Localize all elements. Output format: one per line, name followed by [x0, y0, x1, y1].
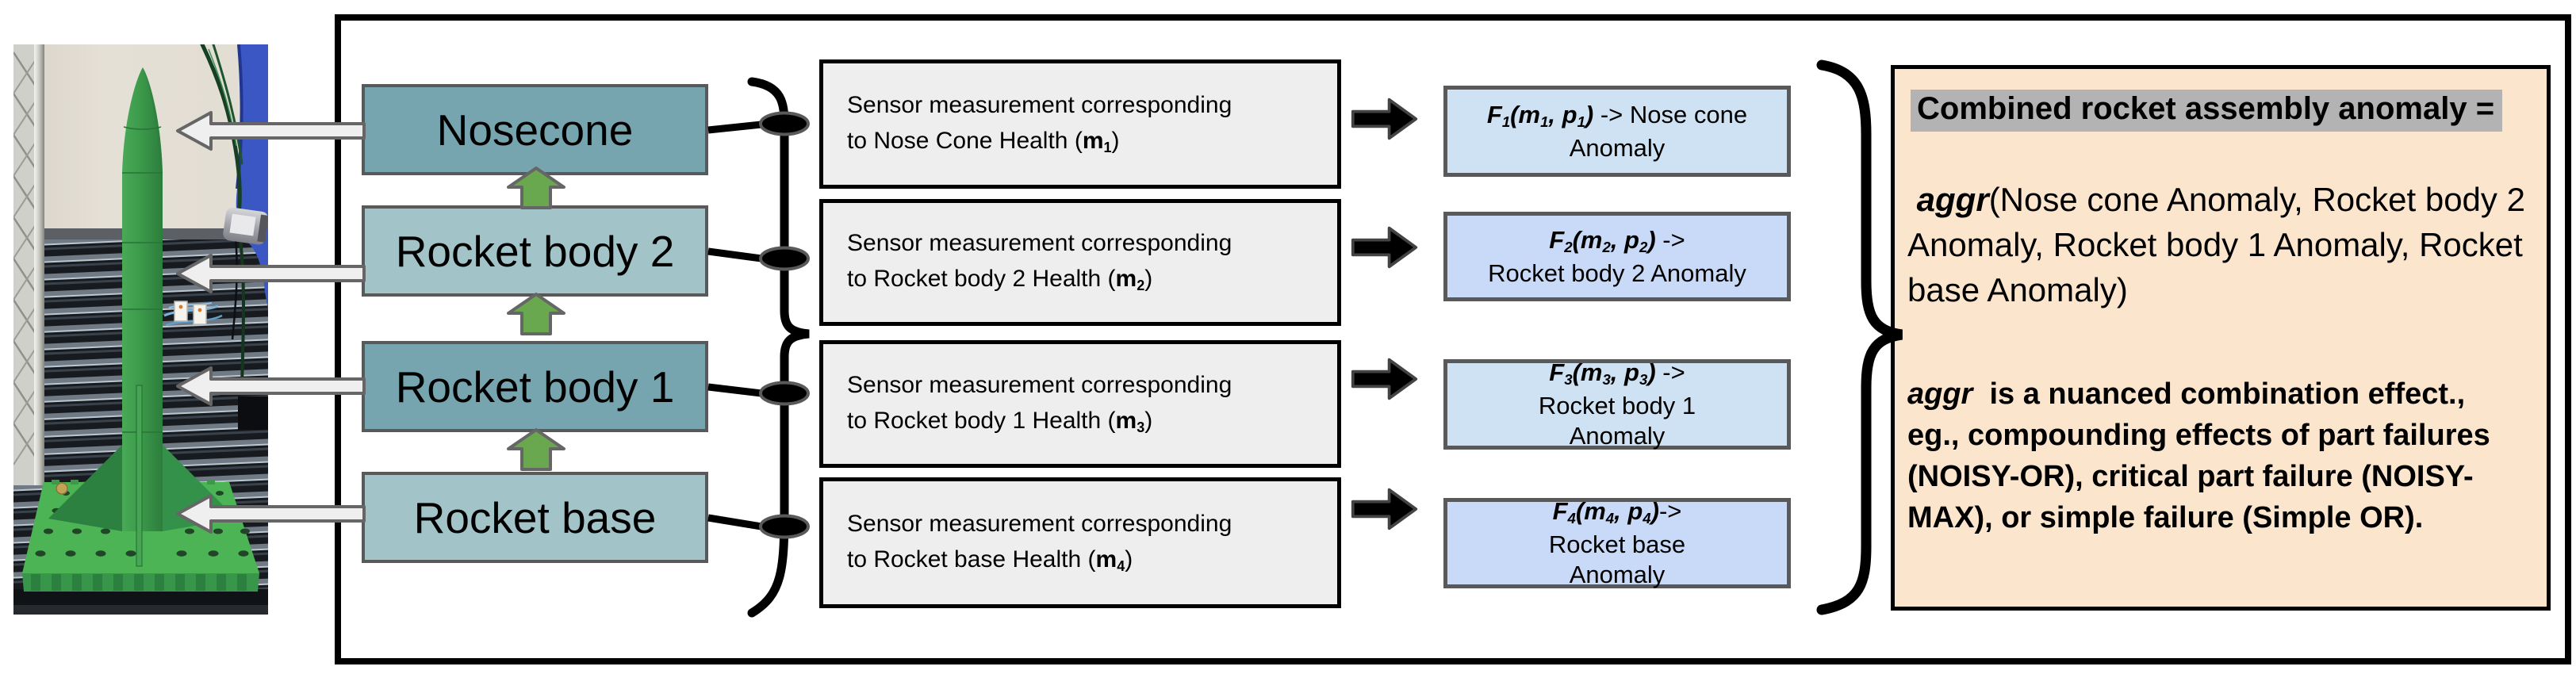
callout-arrow-body2-icon — [176, 254, 366, 293]
right-block-arrow-icon — [1351, 226, 1418, 269]
launch-rod — [136, 385, 143, 567]
component-label: Rocket base — [413, 492, 657, 542]
curly-brace-icon — [747, 77, 810, 618]
component-label: Rocket body 1 — [395, 362, 675, 412]
callout-arrow-body1-icon — [176, 366, 366, 406]
rocket-photo-scene — [13, 44, 268, 615]
callout-arrow-nosecone-icon — [176, 111, 366, 151]
aggregation-definition: aggr is a nuanced combination effect.,eg… — [1907, 377, 2499, 534]
shelf-truss — [13, 44, 44, 485]
shelf-pole — [34, 44, 44, 485]
rocket-photo — [13, 44, 268, 615]
mount-screw — [56, 482, 68, 495]
anomaly-box-body2: F2(m2, p2) ->Rocket body 2 Anomaly — [1443, 212, 1791, 301]
curly-brace-icon — [1816, 59, 1903, 615]
anomaly-formula: F2(m2, p2) ->Rocket body 2 Anomaly — [1488, 225, 1746, 287]
cable-bundle — [200, 44, 245, 386]
rocket-model — [48, 67, 236, 567]
diagram-frame — [335, 14, 2571, 664]
right-block-arrow-icon — [1351, 488, 1418, 530]
up-block-arrow-icon — [507, 293, 565, 335]
right-block-arrow-icon — [1351, 358, 1418, 400]
aggregation-expression: aggr(Nose cone Anomaly, Rocket body 2 An… — [1907, 181, 2551, 308]
up-block-arrow-icon — [507, 167, 565, 209]
right-block-arrow-icon — [1351, 98, 1418, 140]
component-box-rocket-body-1: Rocket body 1 — [362, 341, 708, 432]
callout-arrow-base-icon — [176, 494, 366, 534]
component-box-rocket-base: Rocket base — [362, 472, 708, 563]
aggregation-brace — [1816, 59, 1903, 615]
table-bracket — [238, 396, 268, 430]
component-box-rocket-body-2: Rocket body 2 — [362, 205, 708, 297]
component-box-nosecone: Nosecone — [362, 84, 708, 175]
panel-title: Combined rocket assembly anomaly = — [1911, 90, 2503, 132]
connection-nodes — [759, 111, 810, 539]
component-label: Nosecone — [436, 105, 634, 155]
aggregate-anomaly-panel: Combined rocket assembly anomaly = aggr(… — [1891, 65, 2551, 611]
component-sensor-brace — [707, 77, 810, 618]
sensor-canister — [223, 207, 268, 245]
rocket-fin-left — [48, 445, 122, 531]
up-block-arrow-icon — [507, 428, 565, 471]
component-label: Rocket body 2 — [395, 226, 675, 276]
rocket-nosecone — [122, 67, 163, 173]
